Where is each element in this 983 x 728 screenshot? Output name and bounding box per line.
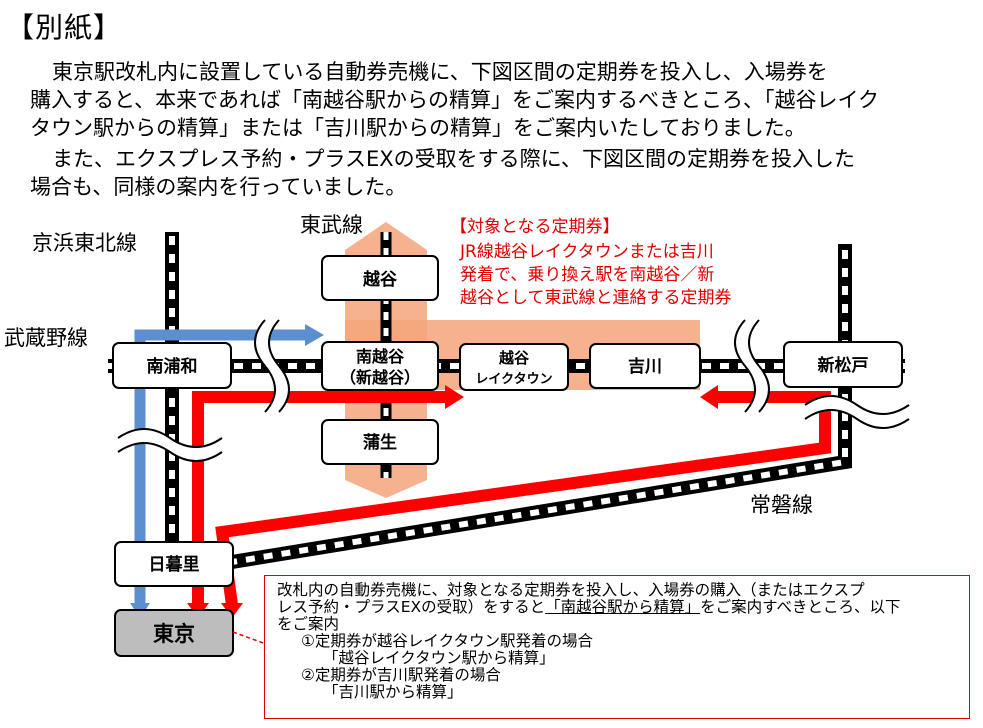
paragraph-1-line-3: タウン駅からの精算」または「吉川駅からの精算」をご案内いたしておりました。 [30,116,806,140]
paragraph-2: また、エクスプレス予約・プラスEXの受取をする際に、下図区間の定期券を投入した … [30,145,855,201]
line-break-marks [114,315,913,460]
station-minami-urawa-label: 南浦和 [147,356,198,377]
station-yoshikawa-label: 吉川 [628,357,662,377]
paragraph-2-line-1: また、エクスプレス予約・プラスEXの受取をする際に、下図区間の定期券を投入した [52,147,855,171]
station-minami-koshigaya-label-2: （新越谷） [340,368,420,387]
station-koshigaya: 越谷 [321,255,439,301]
note-case-1: ①定期券が越谷レイクタウン駅発着の場合 [301,632,593,650]
paragraph-1: 東京駅改札内に設置している自動券売機に、下図区間の定期券を投入し、入場券を 購入… [30,58,879,142]
paragraph-2-line-2: 場合も、同様の案内を行っていました。 [30,175,407,199]
note-line-2a: レス予約・プラスEXの受取）をすると [277,598,546,616]
joban-line-label: 常磐線 [750,493,813,517]
station-tokyo-label: 東京 [153,622,195,646]
tobu-line-label: 東武線 [300,213,363,237]
station-shin-matsudo: 新松戸 [783,341,903,388]
keihin-tohoku-line-label: 京浜東北線 [32,231,137,255]
joban-line-track [230,244,852,569]
station-laketown-label-1: 越谷 [498,349,530,367]
station-laketown-label-2: レイクタウン [475,372,552,387]
note-line-1: 改札内の自動券売機に、対象となる定期券を投入し、入場券の購入（またはエクスプ [277,581,865,599]
target-pass-line-1: JR線越谷レイクタウンまたは吉川 [459,242,714,262]
target-pass-title: 【対象となる定期券】 [450,217,620,237]
station-gamo: 蒲生 [321,419,439,465]
station-koshigaya-laketown: 越谷 レイクタウン [459,343,569,391]
target-pass-line-3: 越谷として東武線と連絡する定期券 [460,288,732,308]
explanation-note: 改札内の自動券売機に、対象となる定期券を投入し、入場券の購入（またはエクスプ レ… [264,575,970,719]
page-heading: 【別紙】 [6,11,123,44]
station-minami-koshigaya-label-1: 南越谷 [356,347,405,366]
station-minami-urawa: 南浦和 [112,342,232,389]
note-case-2-message: 「吉川駅から精算」 [323,683,463,701]
station-koshigaya-label: 越谷 [362,269,398,290]
note-line-2: レス予約・プラスEXの受取）をすると「南越谷駅から精算」をご案内すべきところ、以… [277,599,959,616]
paragraph-1-line-2: 購入すると、本来であれば「南越谷駅からの精算」をご案内するべきところ、「越谷レイ… [30,88,880,112]
note-line-2-emphasis: 「南越谷駅から精算」 [545,598,701,616]
paragraph-1-line-1: 東京駅改札内に設置している自動券売機に、下図区間の定期券を投入し、入場券を [52,60,828,84]
station-gamo-label: 蒲生 [363,432,397,453]
note-line-3: をご案内 [277,615,340,633]
note-case-1-message: 「越谷レイクタウン駅から精算」 [323,649,555,667]
line-break-outlines [117,319,910,462]
note-line-2c: をご案内すべきところ、以下 [700,598,901,616]
station-nippori: 日暮里 [114,541,234,587]
station-shin-matsudo-label: 新松戸 [818,355,869,376]
station-yoshikawa: 吉川 [589,343,701,389]
note-case-2: ②定期券が吉川駅発着の場合 [301,666,501,684]
callout-connector [232,631,267,645]
station-tokyo: 東京 [114,609,234,657]
station-nippori-label: 日暮里 [149,554,200,575]
station-minami-koshigaya: 南越谷 （新越谷） [321,341,439,391]
target-pass-line-2: 発着で、乗り換え駅を南越谷／新 [460,265,714,285]
target-pass-text: 【対象となる定期券】 JR線越谷レイクタウンまたは吉川 発着で、乗り換え駅を南越… [450,217,732,308]
musashino-line-label: 武蔵野線 [4,326,88,350]
